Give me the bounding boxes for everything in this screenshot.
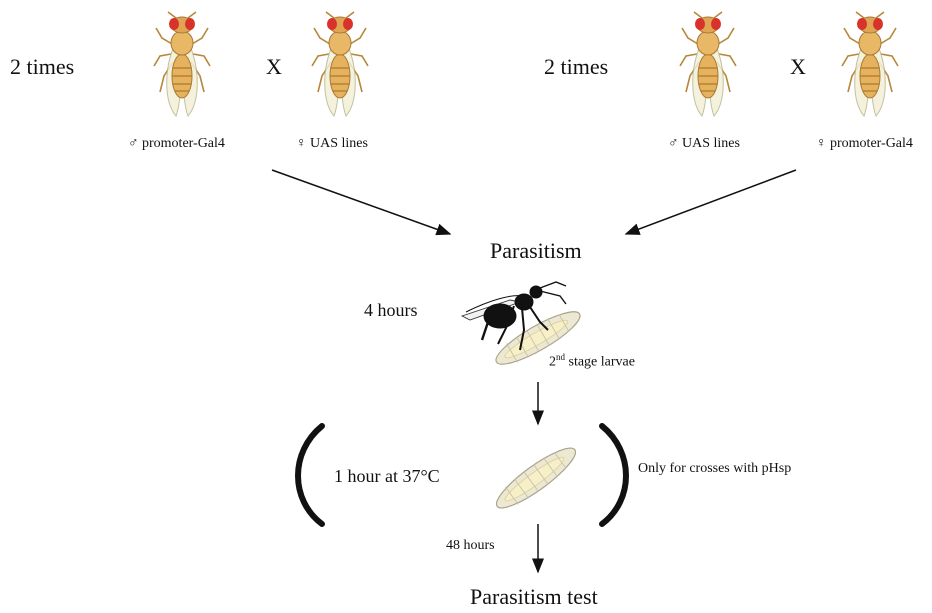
final-duration: 48 hours [446,538,495,554]
left-converge-arrow [272,170,450,234]
parasitism-duration: 4 hours [364,300,418,321]
right-converge-arrow [626,170,796,234]
final-title: Parasitism test [470,584,598,610]
heat-step-label: 1 hour at 37°C [334,466,440,487]
heat-step-note: Only for crosses with pHsp [638,461,791,477]
larva-icon [490,440,582,516]
parasitism-title: Parasitism [490,238,582,264]
left-bracket [298,426,322,524]
larvae-stage-label: 2nd stage larvae [549,352,635,371]
right-bracket [602,426,626,524]
